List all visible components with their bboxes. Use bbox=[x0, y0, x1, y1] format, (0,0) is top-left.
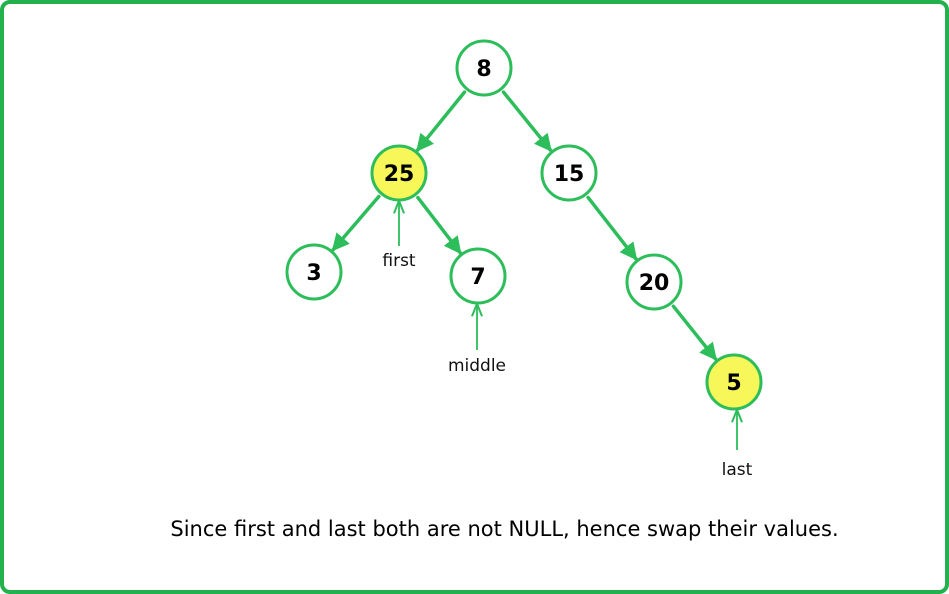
pointer-annotations: first middle last bbox=[382, 202, 753, 480]
tree-node-7: 7 bbox=[449, 247, 507, 305]
node-value: 8 bbox=[476, 57, 491, 82]
edge-n25-n3 bbox=[331, 194, 381, 252]
tree-node-20: 20 bbox=[625, 253, 683, 311]
node-value: 25 bbox=[384, 162, 415, 187]
tree-node-3: 3 bbox=[285, 243, 343, 301]
tree-edges bbox=[331, 90, 718, 362]
node-value: 3 bbox=[306, 261, 321, 286]
node-circle bbox=[625, 253, 683, 311]
pointer-label: first bbox=[382, 251, 416, 271]
tree-node-25: 25 bbox=[370, 144, 428, 202]
pointer-last: last bbox=[722, 411, 753, 480]
tree-node-8: 8 bbox=[455, 39, 513, 97]
node-circle bbox=[285, 243, 343, 301]
node-circle bbox=[370, 144, 428, 202]
diagram-caption: Since first and last both are not NULL, … bbox=[170, 517, 839, 541]
node-value: 5 bbox=[726, 371, 741, 396]
node-circle bbox=[449, 247, 507, 305]
pointer-first: first bbox=[382, 202, 416, 271]
node-circle bbox=[705, 353, 763, 411]
edge-n25-n7 bbox=[416, 195, 463, 255]
pointer-middle: middle bbox=[448, 305, 506, 376]
node-value: 20 bbox=[639, 271, 670, 296]
edge-n8-n15 bbox=[501, 90, 553, 153]
pointer-label: last bbox=[722, 460, 753, 480]
tree-node-15: 15 bbox=[540, 144, 598, 202]
node-value: 15 bbox=[554, 162, 585, 187]
tree-node-5: 5 bbox=[705, 353, 763, 411]
tree-nodes: 8 25 15 3 7 20 5 bbox=[285, 39, 763, 411]
node-circle bbox=[540, 144, 598, 202]
edge-n8-n25 bbox=[415, 90, 467, 153]
node-value: 7 bbox=[470, 265, 485, 290]
pointer-label: middle bbox=[448, 356, 506, 376]
edge-n15-n20 bbox=[586, 195, 638, 261]
edge-n20-n5 bbox=[671, 304, 718, 362]
node-circle bbox=[455, 39, 513, 97]
